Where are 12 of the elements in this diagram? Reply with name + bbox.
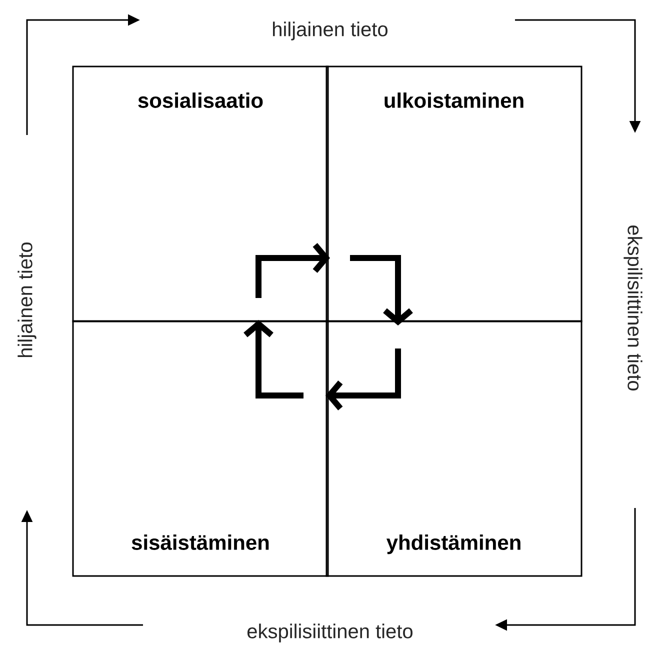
axis-label: hiljainen tieto xyxy=(273,22,388,40)
quadrant-box: sosialisaatio xyxy=(72,66,329,322)
quadrant-box: sisäistäminen xyxy=(72,320,329,577)
arrow xyxy=(256,243,330,298)
arrow xyxy=(350,255,413,326)
axis-label: ekspilisiittinen tieto xyxy=(624,225,642,390)
arrow xyxy=(326,348,401,410)
quadrant-box: yhdistäminen xyxy=(326,320,582,577)
arrow xyxy=(244,320,304,398)
axis-label: hiljainen tieto xyxy=(18,242,36,357)
quadrant-box: ulkoistaminen xyxy=(326,66,582,322)
axis-label: ekspilisiittinen tieto xyxy=(247,624,412,642)
